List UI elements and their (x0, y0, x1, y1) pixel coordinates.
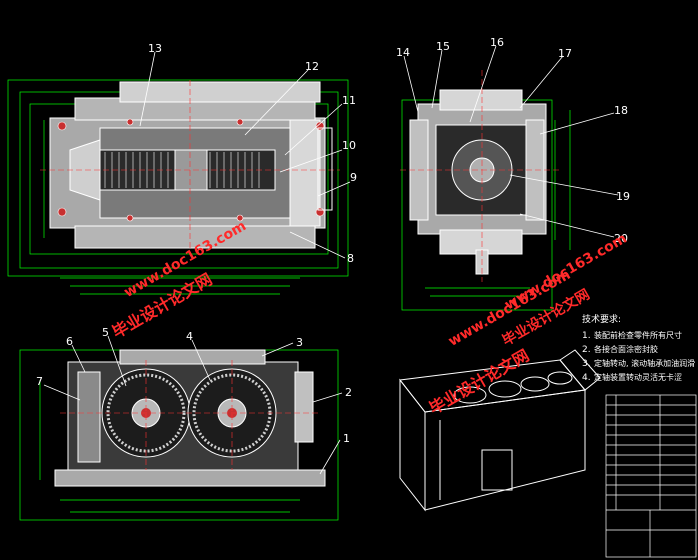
tech-requirements: 技术要求: 1. 装配前检查零件所有尺寸 2. 各接合面涂密封胶 3. 定轴转动… (582, 313, 695, 383)
top-view (7, 79, 349, 295)
callout-1: 1 (343, 432, 350, 445)
top-view-right-bracket (317, 127, 333, 211)
section-view-centerlines (60, 360, 320, 470)
callout-8: 8 (347, 252, 354, 265)
callout-13: 13 (148, 42, 162, 55)
tech-requirement-3: 3. 定轴转动, 滚动轴承加油润滑 (582, 358, 695, 369)
isometric-view (399, 349, 601, 512)
tech-requirement-2-text: 各接合面涂密封胶 (594, 344, 658, 354)
tech-requirement-3-num: 3. (582, 359, 591, 369)
side-view (400, 70, 571, 311)
tech-requirement-1: 1. 装配前检查零件所有尺寸 (582, 330, 682, 341)
callout-19: 19 (616, 190, 630, 203)
side-view-centerlines (400, 70, 560, 282)
tech-requirement-3-text: 定轴转动, 滚动轴承加油润滑 (594, 358, 695, 368)
tech-requirement-2: 2. 各接合面涂密封胶 (582, 344, 658, 355)
callout-15: 15 (436, 40, 450, 53)
callout-2: 2 (345, 386, 352, 399)
callout-20: 20 (614, 232, 628, 245)
part-callouts: 1 2 3 4 5 6 7 8 9 10 11 12 13 14 15 16 1… (36, 36, 630, 445)
tech-requirement-1-text: 装配前检查零件所有尺寸 (594, 330, 682, 340)
callout-18: 18 (614, 104, 628, 117)
callout-16: 16 (490, 36, 504, 49)
tech-requirement-4-num: 4. (582, 373, 591, 383)
tech-requirement-2-num: 2. (582, 345, 591, 355)
top-view-housing (49, 81, 326, 249)
tech-requirement-4-text: 定轴装置转动灵活无卡涩 (594, 372, 682, 382)
tech-requirements-title: 技术要求: (582, 313, 621, 325)
callout-14: 14 (396, 46, 410, 59)
callout-4: 4 (186, 330, 193, 343)
callout-9: 9 (350, 171, 357, 184)
callout-7: 7 (36, 375, 43, 388)
callout-11: 11 (342, 94, 356, 107)
tech-requirement-1-num: 1. (582, 331, 591, 341)
callout-12: 12 (305, 60, 319, 73)
leader-lines (43, 45, 619, 475)
top-view-centerlines (40, 80, 340, 250)
callout-3: 3 (296, 336, 303, 349)
callout-10: 10 (342, 139, 356, 152)
callout-6: 6 (66, 335, 73, 348)
title-block (605, 394, 697, 558)
callout-5: 5 (102, 326, 109, 339)
callout-17: 17 (558, 47, 572, 60)
tech-requirement-4: 4. 定轴装置转动灵活无卡涩 (582, 372, 682, 383)
section-view (19, 349, 339, 521)
